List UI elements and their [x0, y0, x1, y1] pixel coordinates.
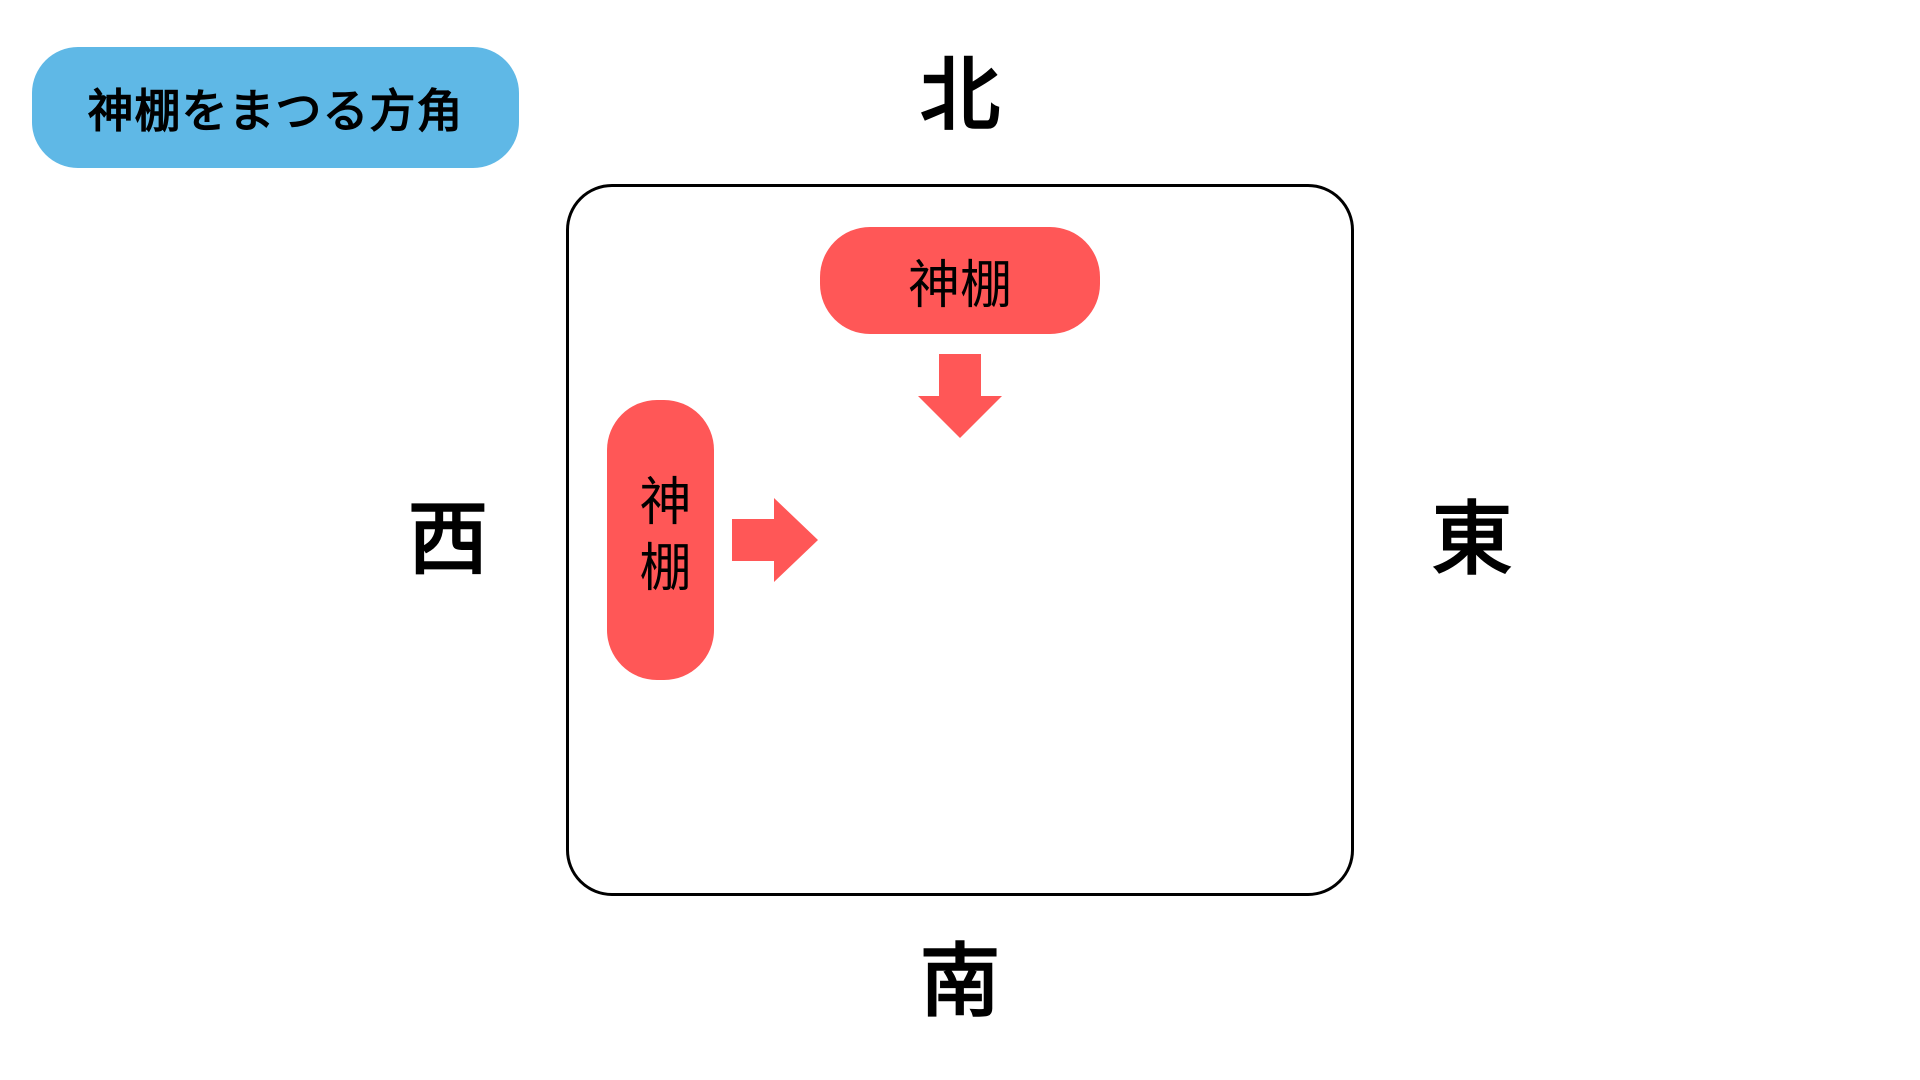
direction-east: 東	[1432, 493, 1512, 586]
direction-west: 西	[408, 493, 488, 586]
right-arrow-icon	[732, 498, 818, 582]
room-outline	[566, 184, 1354, 896]
title-badge: 神棚をまつる方角	[32, 47, 519, 168]
down-arrow-icon	[918, 354, 1002, 438]
direction-north: 北	[920, 49, 1000, 142]
shelf-north: 神棚	[820, 227, 1100, 334]
shelf-west: 神棚	[607, 400, 714, 680]
direction-south: 南	[920, 935, 1000, 1028]
